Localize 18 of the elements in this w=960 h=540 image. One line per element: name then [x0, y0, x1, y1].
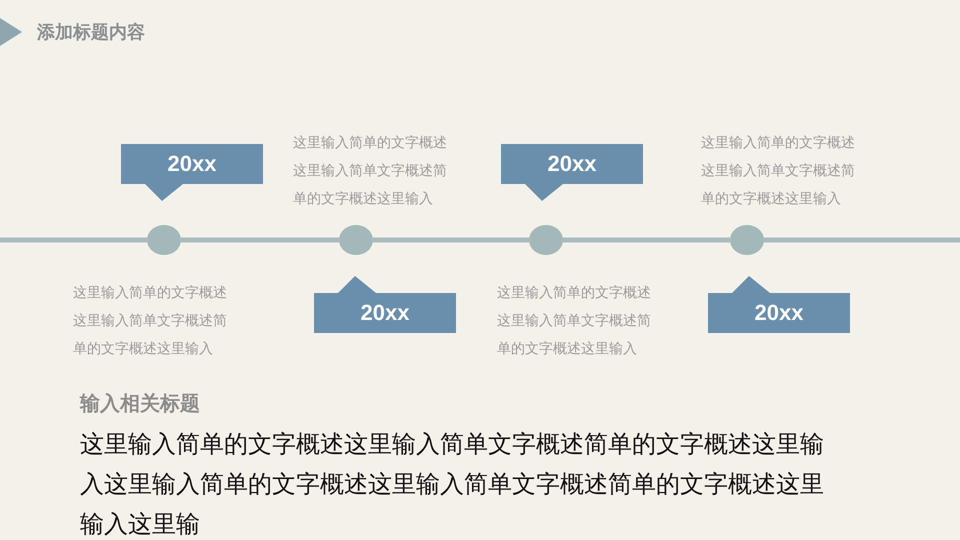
description-text: 这里输入简单的文字概述这里输入简单文字概述简单的文字概述这里输入	[701, 134, 856, 209]
callout-box: 20xx	[708, 276, 850, 333]
timeline-line	[181, 238, 339, 242]
callout-box: 20xx	[501, 144, 643, 201]
description-text: 这里输入简单的文字概述这里输入简单文字概述简单的文字概述这里输入	[293, 134, 448, 209]
timeline-dot	[730, 225, 764, 255]
callout-box: 20xx	[314, 276, 456, 333]
callout-box: 20xx	[121, 144, 263, 201]
timeline-dot	[339, 225, 373, 255]
body-paragraph: 这里输入简单的文字概述这里输入简单文字概述简单的文字概述这里输入这里输入简单的文字概述这里输入简单文字概述简单的文字概述这里输入这里输	[80, 429, 825, 540]
title: 添加标题内容	[37, 21, 145, 44]
section-heading: 输入相关标题	[80, 390, 200, 417]
timeline-dot	[147, 225, 181, 255]
description-text: 这里输入简单的文字概述这里输入简单文字概述简单的文字概述这里输入	[73, 284, 228, 359]
description-text: 这里输入简单的文字概述这里输入简单文字概述简单的文字概述这里输入	[497, 284, 652, 359]
timeline-dot	[529, 225, 563, 255]
timeline-line	[373, 238, 529, 242]
timeline-line	[563, 238, 730, 242]
